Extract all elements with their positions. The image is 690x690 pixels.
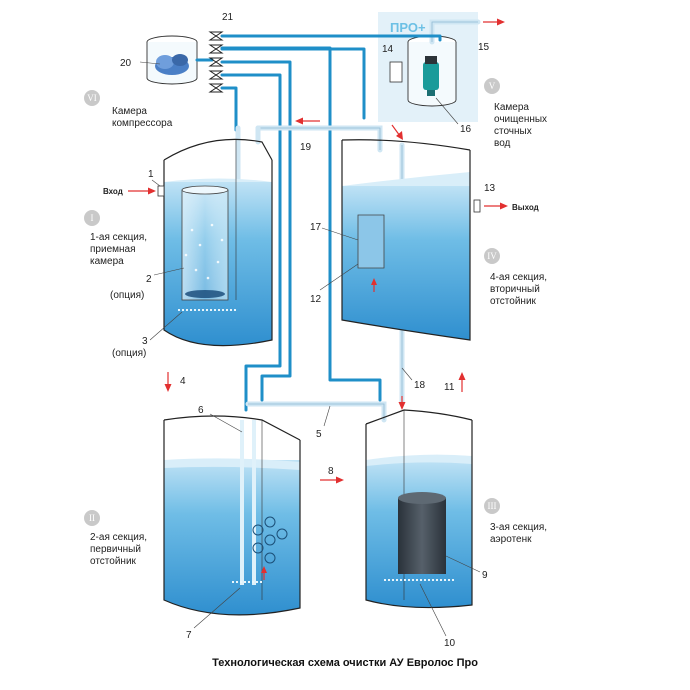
numeral-iv: IV xyxy=(487,251,497,261)
callout-3: 3 xyxy=(142,336,148,347)
callout-7: 7 xyxy=(186,630,192,641)
section-labels: Камера компрессора 1-ая секция, приемная… xyxy=(90,102,547,567)
callout-16: 16 xyxy=(460,124,472,135)
label-iii-line2: аэротенк xyxy=(490,534,532,545)
numeral-ii: II xyxy=(89,513,95,523)
section-numerals: VI I II III IV V xyxy=(84,78,500,526)
callout-2: 2 xyxy=(146,274,152,285)
separator-plate xyxy=(357,214,385,269)
callout-10: 10 xyxy=(444,638,456,649)
label-ii-line2: первичный xyxy=(90,544,141,555)
label-iv-line3: отстойник xyxy=(490,296,537,307)
tank-section-4 xyxy=(341,139,508,341)
label-iv-line2: вторичный xyxy=(490,284,540,295)
label-v-line1: Камера xyxy=(494,102,529,113)
callout-20: 20 xyxy=(120,58,132,69)
pro-plus-label: ПРО+ xyxy=(390,20,426,35)
callout-12: 12 xyxy=(310,294,322,305)
callout-19: 19 xyxy=(300,142,312,153)
valve-icon xyxy=(208,31,224,93)
numeral-vi: VI xyxy=(87,93,97,103)
biofilter-block xyxy=(398,498,446,574)
callout-17: 17 xyxy=(310,222,322,233)
pump-icon xyxy=(423,56,439,96)
callouts: 1 2 3 4 5 6 7 8 9 10 11 12 13 14 15 16 1… xyxy=(120,12,496,649)
label-v-line2: очищенных xyxy=(494,114,547,125)
option-label-2: (опция) xyxy=(110,290,144,301)
label-v-line4: вод xyxy=(494,138,511,149)
tank-section-1 xyxy=(128,138,273,347)
callout-15: 15 xyxy=(478,42,490,53)
bubbles xyxy=(184,223,224,280)
openings xyxy=(252,516,288,564)
flow-arrows xyxy=(164,117,466,484)
numeral-i: I xyxy=(91,213,94,223)
callout-5: 5 xyxy=(316,429,322,440)
callout-21: 21 xyxy=(222,12,234,23)
air-pipes xyxy=(220,34,442,412)
tank-section-3 xyxy=(365,409,473,609)
label-iv-line1: 4-ая секция, xyxy=(490,272,547,283)
label-vi-line1: Камера xyxy=(112,106,147,117)
control-box xyxy=(389,61,403,83)
pro-plus-box: ПРО+ xyxy=(378,12,505,122)
label-vi-line2: компрессора xyxy=(112,118,173,129)
label-iii-line1: 3-ая секция, xyxy=(490,522,547,533)
callout-4: 4 xyxy=(180,376,186,387)
label-i-line2: приемная xyxy=(90,244,136,255)
numeral-iii: III xyxy=(488,501,497,511)
label-ii-line1: 2-ая секция, xyxy=(90,532,147,543)
outlet-label: Выход xyxy=(512,203,539,212)
option-label-3: (опция) xyxy=(112,348,146,359)
numeral-v: V xyxy=(489,81,496,91)
callout-1: 1 xyxy=(148,169,154,180)
label-i-line1: 1-ая секция, xyxy=(90,232,147,243)
compressor-icon xyxy=(155,54,189,75)
callout-11: 11 xyxy=(444,382,455,393)
compressor-chamber xyxy=(146,35,198,85)
callout-14: 14 xyxy=(382,44,394,55)
diagram-title: Технологическая схема очистки АУ Евролос… xyxy=(212,657,478,669)
callout-9: 9 xyxy=(482,570,488,581)
callout-18: 18 xyxy=(414,380,426,391)
callout-6: 6 xyxy=(198,405,204,416)
inlet-label: Вход xyxy=(103,187,123,196)
valve-block xyxy=(195,31,224,93)
callout-8: 8 xyxy=(328,466,334,477)
label-ii-line3: отстойник xyxy=(90,556,137,567)
tank-section-2 xyxy=(163,415,301,616)
cylinder-insert xyxy=(181,189,229,301)
label-v-line3: сточных xyxy=(494,126,532,137)
callout-13: 13 xyxy=(484,183,496,194)
label-i-line3: камера xyxy=(90,256,124,267)
